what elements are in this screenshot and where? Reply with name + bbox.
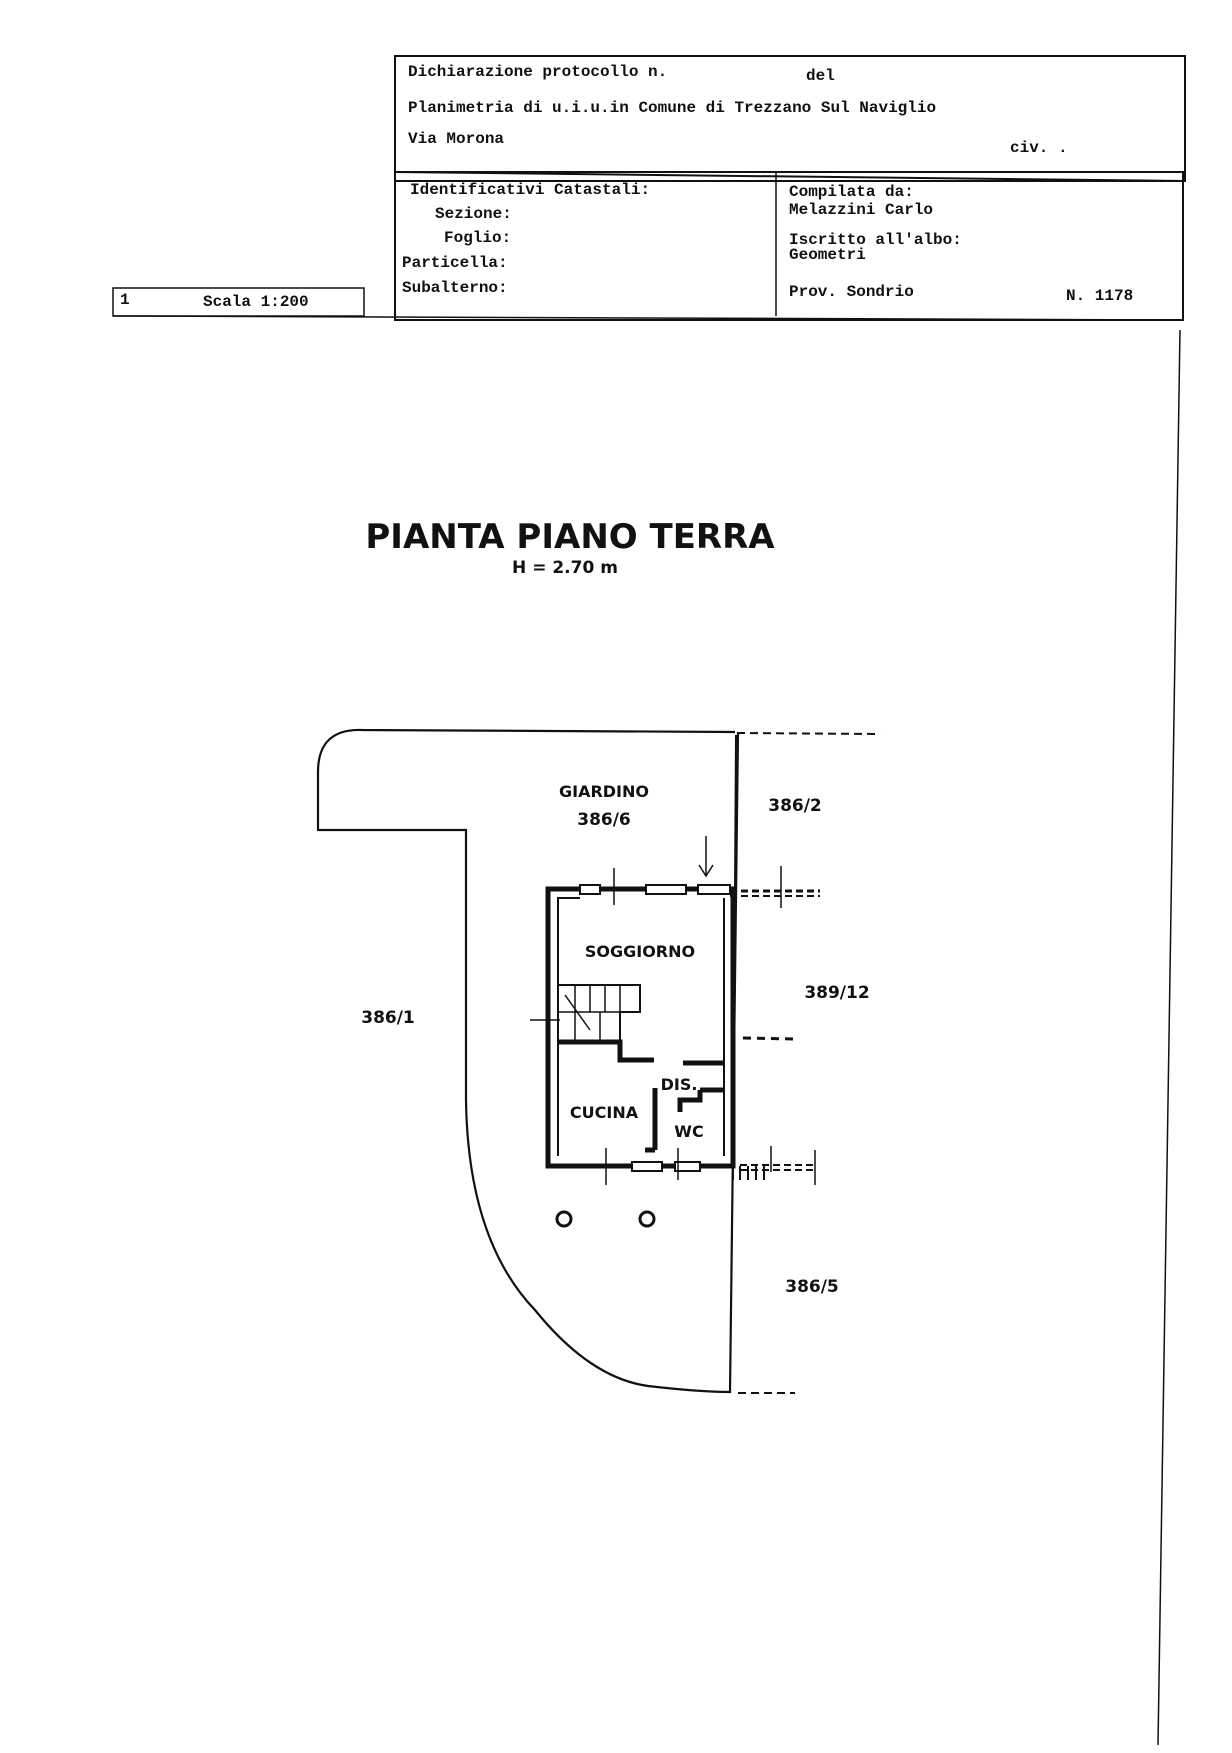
street-address: Via Morona <box>408 130 504 148</box>
province: Prov. Sondrio <box>789 283 914 301</box>
header-frame <box>112 55 1186 1746</box>
protocol-label: Dichiarazione protocollo n. <box>408 63 667 81</box>
sheet-number: 1 <box>120 291 130 309</box>
parcel-label: Particella: <box>402 254 508 272</box>
plan-title: PIANTA PIANO TERRA <box>365 517 775 557</box>
house-walls <box>530 734 765 1185</box>
planimetry-description: Planimetria di u.i.u.in Comune di Trezza… <box>408 99 936 117</box>
site-boundary <box>316 728 881 1394</box>
parcel-label-garden: 386/6 <box>577 810 631 830</box>
plan-height: H = 2.70 m <box>512 558 618 578</box>
subunit-label: Subalterno: <box>402 279 508 297</box>
civic-number-label: civ. . <box>1010 139 1068 157</box>
room-label-garden: GIARDINO <box>559 782 649 801</box>
cadastral-heading: Identificativi Catastali: <box>410 181 650 199</box>
parcel-label-west: 386/1 <box>361 1008 415 1028</box>
parcel-label-east: 389/12 <box>804 983 869 1003</box>
room-label-wc: WC <box>674 1122 703 1141</box>
register-label: Iscritto all'albo: <box>789 231 962 249</box>
registration-number: N. 1178 <box>1066 287 1133 305</box>
sheet-label: Foglio: <box>444 229 511 247</box>
tree-icon <box>638 1210 656 1228</box>
section-label: Sezione: <box>435 205 512 223</box>
tree-icon <box>555 1210 573 1228</box>
parcel-label-north-east: 386/2 <box>768 796 822 816</box>
parcel-label-south-east: 386/5 <box>785 1277 839 1297</box>
room-label-hall: DIS. <box>661 1075 698 1094</box>
scale-label: Scala 1:200 <box>203 293 309 311</box>
register-name: Geometri <box>789 246 866 264</box>
room-label-living: SOGGIORNO <box>585 942 695 961</box>
compiler-name: Melazzini Carlo <box>789 201 933 219</box>
compiled-by-label: Compilata da: <box>789 183 914 201</box>
protocol-date-label: del <box>806 67 835 85</box>
room-label-kitchen: CUCINA <box>570 1103 639 1122</box>
